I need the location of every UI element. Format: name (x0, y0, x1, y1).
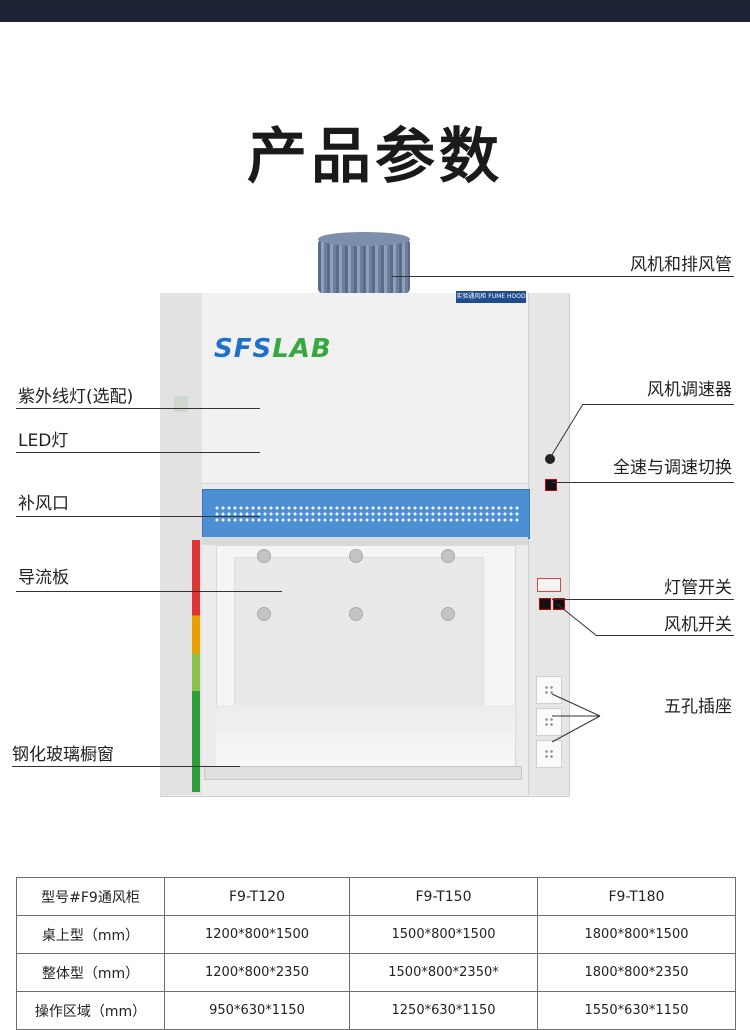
speed-mode-switch-icon (545, 479, 557, 491)
leader-line (552, 599, 734, 600)
leader-fan (551, 693, 601, 743)
leader-line (16, 516, 260, 517)
table-row-label: 桌上型（mm） (16, 915, 165, 954)
sash-frame (202, 537, 528, 545)
table-cell: 950*630*1150 (164, 991, 350, 1030)
label-baffle: 导流板 (18, 568, 69, 588)
leader-line (596, 635, 734, 636)
leader-line (16, 591, 282, 592)
brand-logo: SFSLAB (214, 334, 332, 364)
fan-switch-icon (553, 598, 565, 610)
table-row: 整体型（mm） 1200*800*2350 1500*800*2350* 180… (16, 953, 736, 992)
baffle-knob (349, 607, 363, 621)
brand-tag: 实验通风柜 FUME HOOD (456, 291, 526, 303)
logo-part-sfs: SFS (214, 334, 273, 364)
table-header-row: 型号#F9通风柜 F9-T120 F9-T150 F9-T180 (16, 877, 736, 916)
sash-height-gauge (192, 540, 200, 792)
table-cell: 1500*800*1500 (349, 915, 538, 954)
baffle-knob (349, 549, 363, 563)
warning-label (537, 578, 561, 592)
sash-sill (204, 766, 522, 780)
leader-line (582, 404, 734, 405)
label-led-lamp: LED灯 (18, 431, 69, 451)
table-row: 桌上型（mm） 1200*800*1500 1500*800*1500 1800… (16, 915, 736, 954)
table-cell: 1250*630*1150 (349, 991, 538, 1030)
table-header: F9-T120 (164, 877, 350, 916)
table-cell: 1550*630*1150 (537, 991, 736, 1030)
table-cell: 1500*800*2350* (349, 953, 538, 992)
label-glass-window: 钢化玻璃橱窗 (12, 745, 114, 765)
table-row: 操作区域（mm） 950*630*1150 1250*630*1150 1550… (16, 991, 736, 1030)
light-switch-icon (539, 598, 551, 610)
leader-diagonal (549, 403, 584, 459)
table-cell: 1200*800*1500 (164, 915, 350, 954)
top-panel (202, 293, 528, 484)
table-row-label: 整体型（mm） (16, 953, 165, 992)
socket-icon (536, 676, 562, 704)
qr-sticker (174, 396, 188, 412)
socket-icon (536, 740, 562, 768)
table-cell: 1800*800*1500 (537, 915, 736, 954)
leader-line (12, 766, 240, 767)
baffle-knob (441, 607, 455, 621)
page-title: 产品参数 (247, 122, 503, 192)
label-fan-duct: 风机和排风管 (630, 255, 732, 275)
baffle-knob (257, 607, 271, 621)
leader-line (392, 276, 734, 277)
label-air-supply: 补风口 (18, 494, 69, 514)
exhaust-duct (318, 238, 410, 294)
vent-holes (214, 505, 520, 523)
baffle-knob (441, 549, 455, 563)
work-surface (216, 705, 514, 770)
leader-line (16, 408, 260, 409)
leader-diagonal (556, 603, 598, 637)
exhaust-duct-cap (318, 232, 410, 246)
speed-knob-icon (545, 454, 555, 464)
leader-line (551, 482, 734, 483)
label-light-switch: 灯管开关 (664, 578, 732, 598)
label-speed-switch: 全速与调速切换 (613, 458, 732, 478)
label-speed-controller: 风机调速器 (647, 380, 732, 400)
label-uv-lamp: 紫外线灯(选配) (18, 387, 134, 407)
baffle-knob (257, 549, 271, 563)
table-header: 型号#F9通风柜 (16, 877, 165, 916)
baffle-panel (234, 557, 484, 709)
top-bar (0, 0, 750, 22)
leader-line (16, 452, 260, 453)
table-header: F9-T180 (537, 877, 736, 916)
table-row-label: 操作区域（mm） (16, 991, 165, 1030)
fume-hood-illustration: 实验通风柜 FUME HOOD SFSLAB (160, 232, 570, 797)
table-cell: 1800*800*2350 (537, 953, 736, 992)
logo-part-lab: LAB (272, 334, 332, 364)
label-sockets: 五孔插座 (664, 697, 732, 717)
table-cell: 1200*800*2350 (164, 953, 350, 992)
spec-table: 型号#F9通风柜 F9-T120 F9-T150 F9-T180 桌上型（mm）… (16, 877, 736, 1030)
label-fan-switch: 风机开关 (664, 615, 732, 635)
socket-icon (536, 708, 562, 736)
table-header: F9-T150 (349, 877, 538, 916)
